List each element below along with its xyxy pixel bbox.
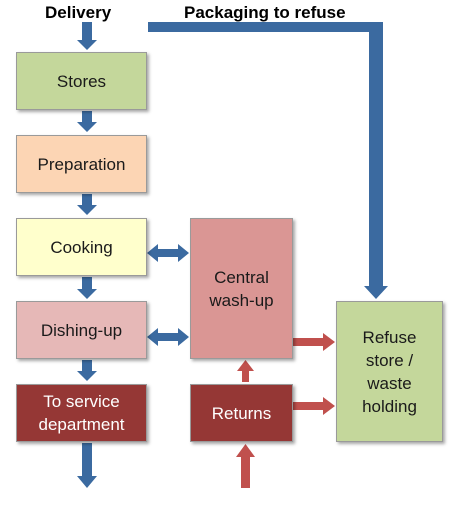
arrow-returns-to-washup (237, 360, 254, 382)
cooking-label: Cooking (50, 237, 113, 257)
central-wash-up-box: Central wash-up (190, 218, 293, 359)
delivery-label: Delivery (45, 3, 112, 22)
dishing-up-box: Dishing-up (16, 301, 147, 359)
refuse-store-label: Refuse store / waste holding (362, 327, 417, 416)
arrow-delivery-to-stores (77, 22, 97, 50)
arrow-cooking-washup-double (147, 244, 189, 262)
to-service-department-label: To service department (38, 392, 125, 434)
arrow-returns-to-refuse (293, 397, 335, 415)
to-service-department-box: To service department (16, 384, 147, 442)
packaging-to-refuse-label: Packaging to refuse (184, 3, 346, 22)
central-wash-up-label: Central wash-up (209, 267, 274, 310)
arrow-dishing-up-to-service (77, 360, 97, 381)
arrow-cooking-to-dishing-up (77, 277, 97, 299)
arrow-service-out (77, 443, 97, 488)
dishing-up-label: Dishing-up (40, 320, 123, 340)
blue-arrows (77, 22, 388, 488)
returns-box: Returns (190, 384, 293, 442)
arrow-washup-to-refuse (293, 333, 335, 351)
arrow-dishing-washup-double (147, 328, 189, 346)
preparation-label: Preparation (37, 154, 126, 174)
arrow-preparation-to-cooking (77, 194, 97, 215)
preparation-box: Preparation (16, 135, 147, 193)
stores-box: Stores (16, 52, 147, 110)
arrow-into-returns (236, 444, 255, 488)
stores-label: Stores (56, 71, 107, 91)
arrow-stores-to-preparation (77, 111, 97, 132)
refuse-store-box: Refuse store / waste holding (336, 301, 443, 442)
cooking-box: Cooking (16, 218, 147, 276)
returns-label: Returns (211, 403, 272, 423)
red-arrows (236, 333, 335, 488)
